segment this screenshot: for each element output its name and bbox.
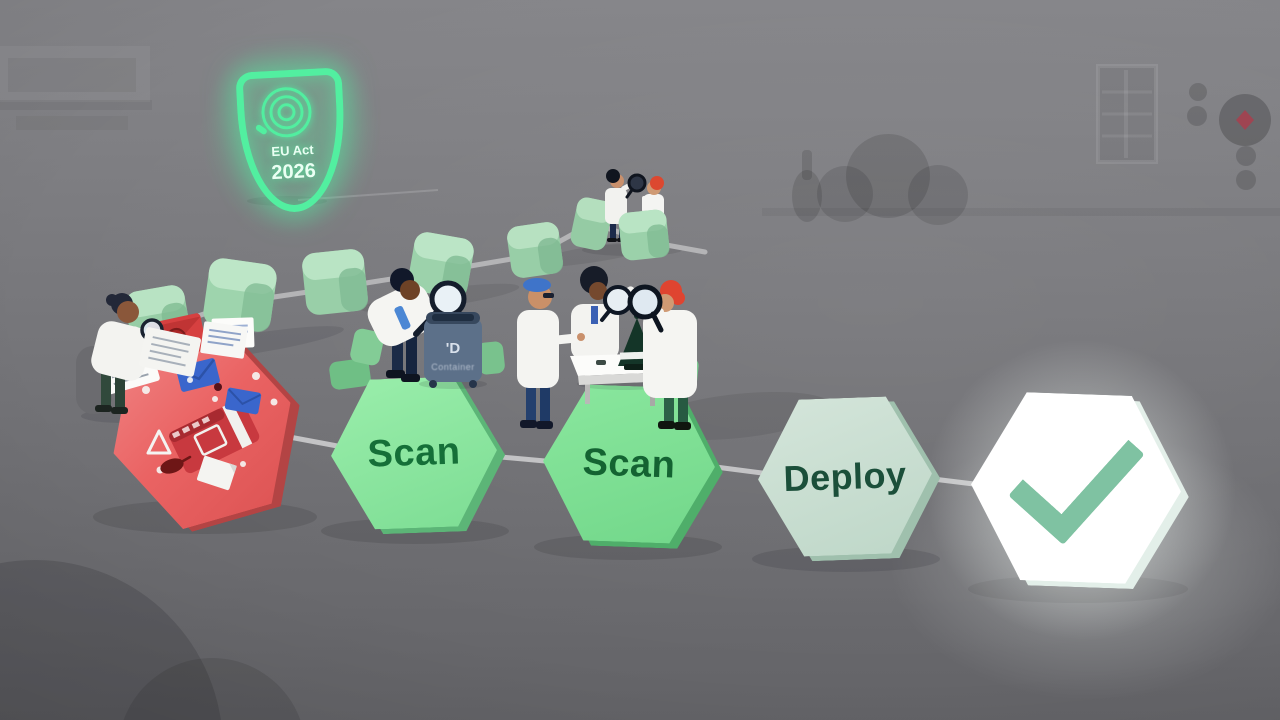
warning-triangle-icon — [146, 429, 172, 455]
dark-dot — [214, 383, 222, 391]
cube — [570, 197, 613, 251]
container-bin: 'D Container — [419, 312, 487, 389]
container-label: Container — [431, 362, 475, 372]
container-top-label: 'D — [446, 340, 461, 357]
wall-shelf — [0, 46, 152, 130]
magnifying-glass-icon — [627, 284, 664, 333]
scientist-left — [91, 293, 201, 414]
scientist-afro — [571, 266, 636, 360]
inspection-table-group — [517, 266, 697, 430]
cube — [618, 209, 670, 261]
badge-glow — [200, 34, 380, 234]
cube — [507, 222, 564, 278]
beret-hat — [523, 278, 551, 292]
background-scientist-dark-hair — [605, 169, 647, 242]
foreground-bushes — [0, 560, 301, 720]
paper-scrap-icon — [197, 455, 237, 491]
envelope-icon — [224, 387, 262, 415]
wall-window-grid — [1096, 64, 1158, 164]
magnifying-glass-icon — [625, 173, 647, 199]
cube — [302, 249, 368, 315]
paper-on-ground — [139, 327, 201, 377]
documents-icon — [200, 317, 255, 359]
badge-reflection-line — [297, 189, 439, 201]
cube — [408, 232, 474, 299]
scientist-beret — [517, 278, 585, 429]
wall-knobs — [1187, 83, 1271, 190]
scientist-red-hair — [627, 280, 697, 430]
bomb-icon — [160, 455, 192, 474]
threat-dots — [142, 372, 278, 474]
red-diamond-indicator — [1236, 110, 1254, 130]
background-silhouettes — [762, 134, 1280, 225]
background-scientist-pair — [605, 169, 670, 261]
malware-package-icon — [169, 399, 260, 474]
